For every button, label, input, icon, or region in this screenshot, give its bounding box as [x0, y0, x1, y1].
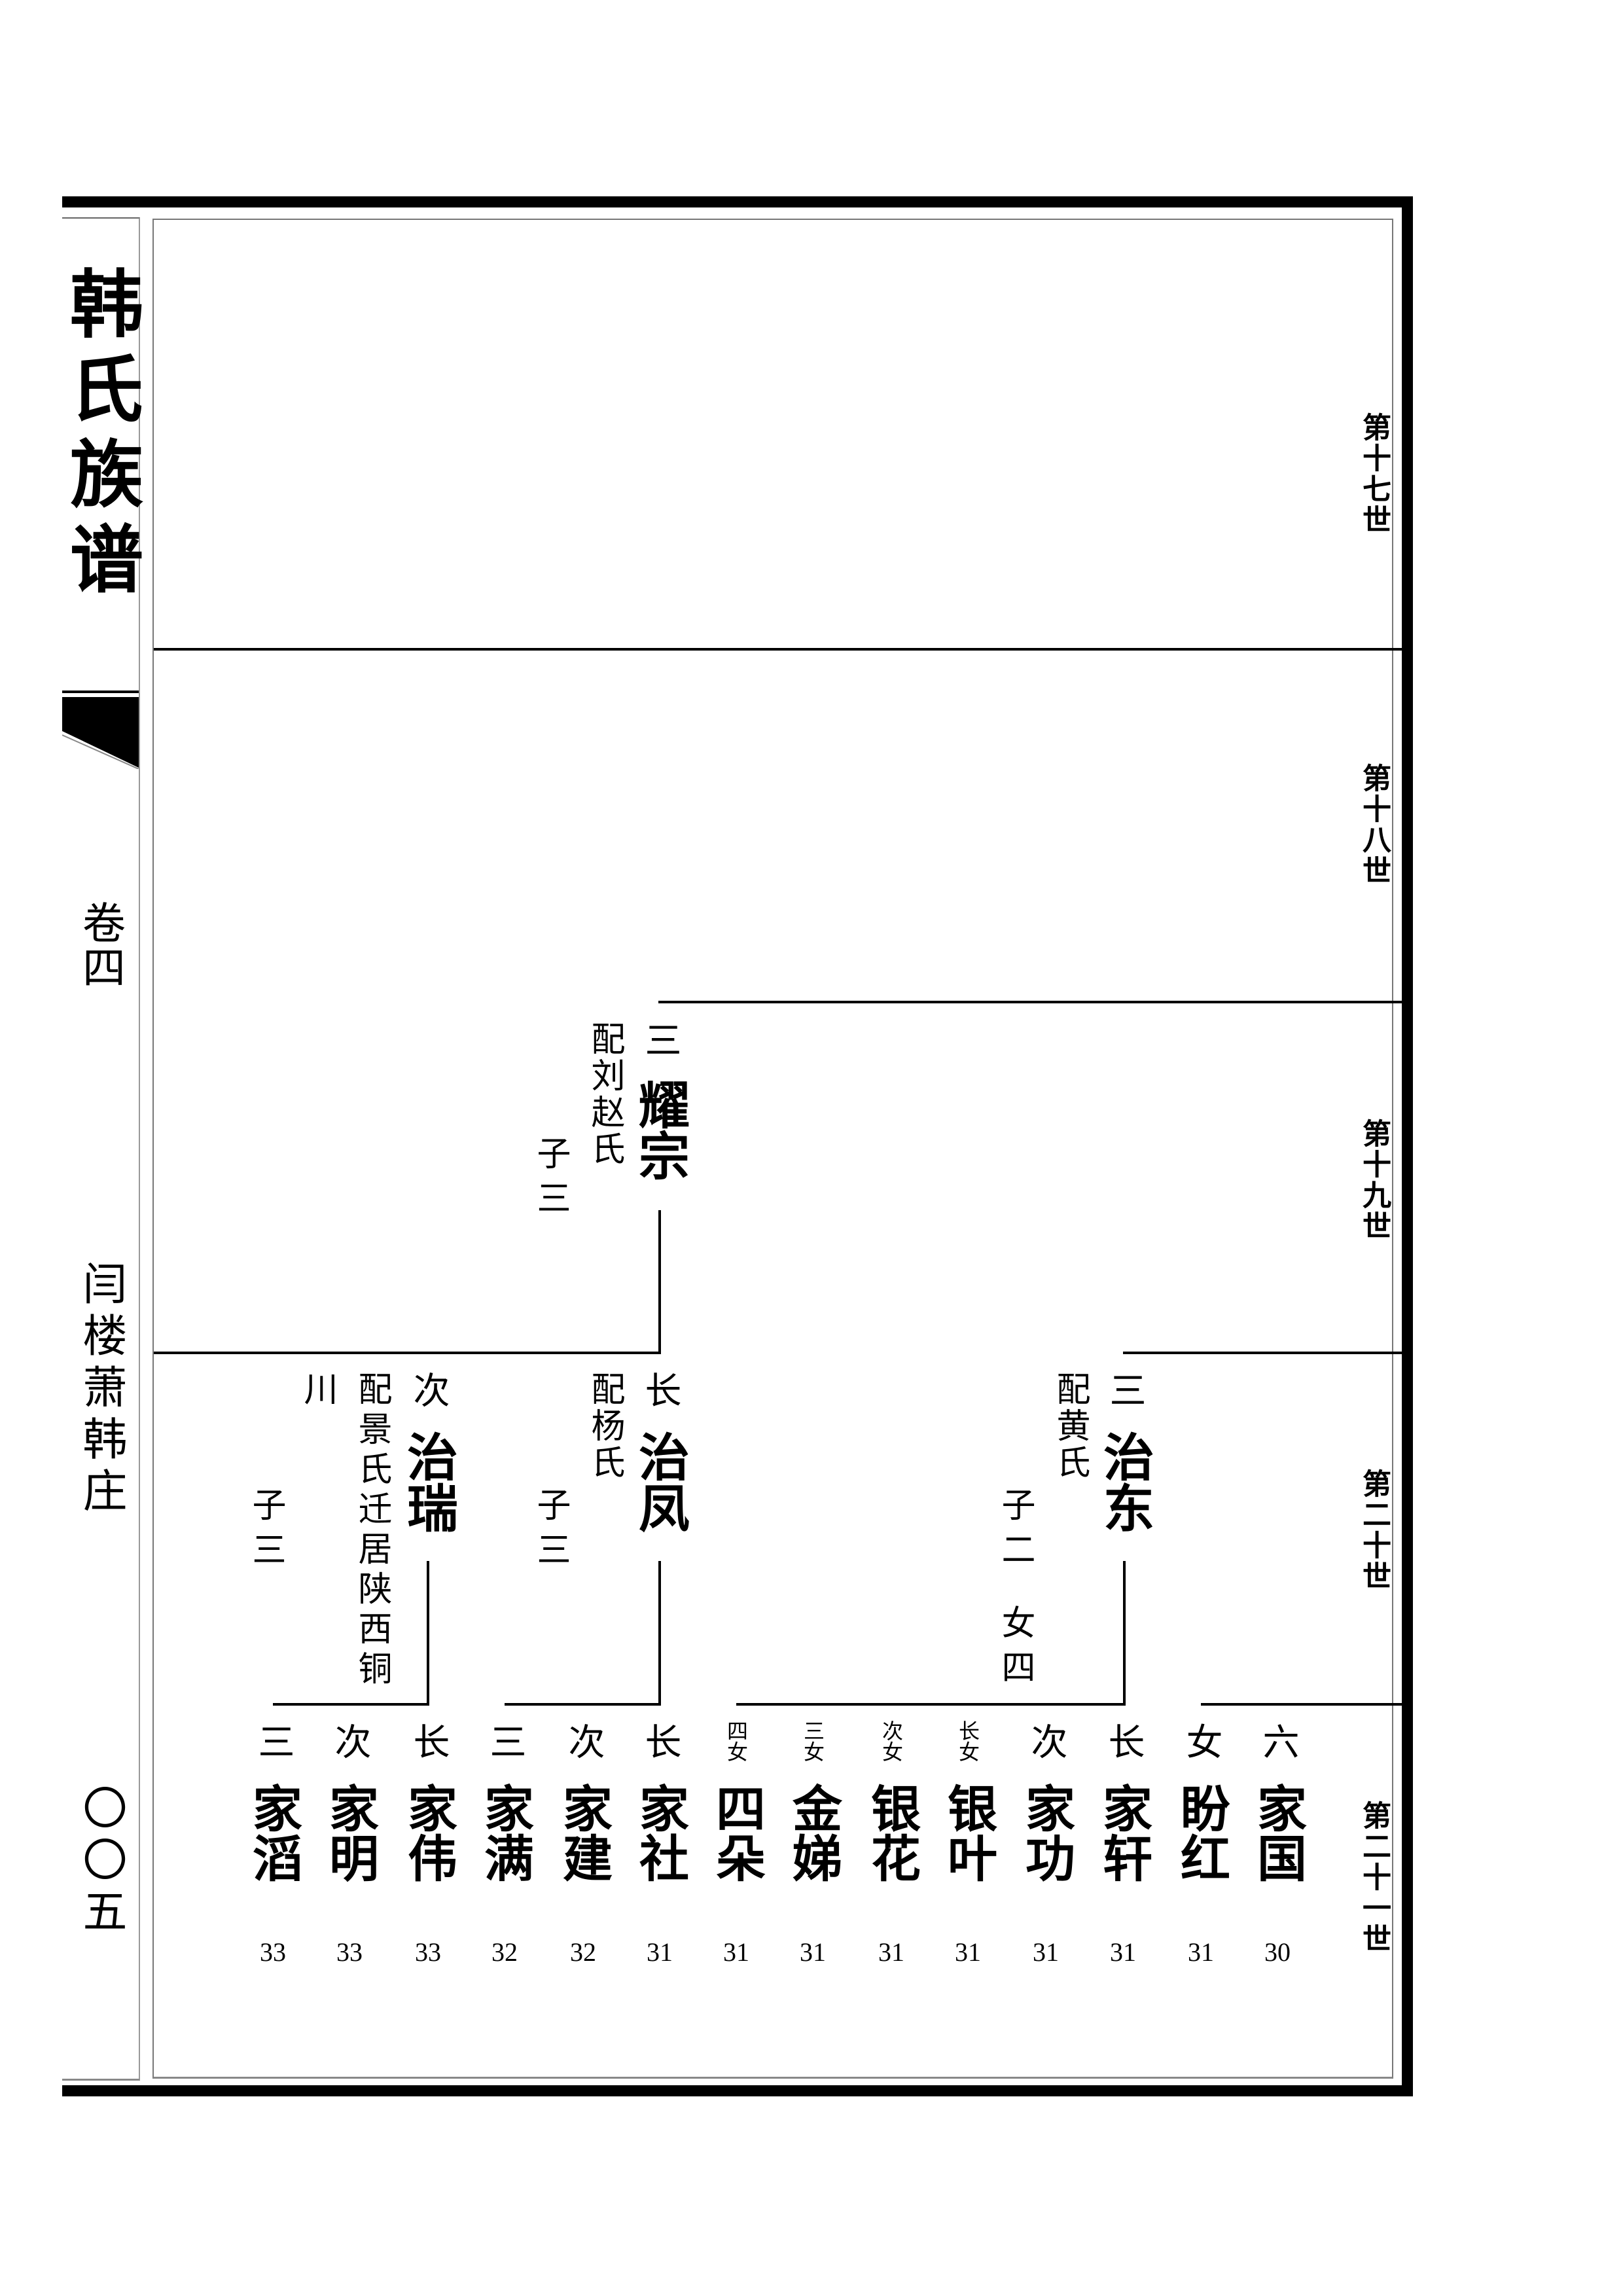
child-page-reference: 32	[491, 1937, 518, 1967]
child-page-reference: 31	[1188, 1937, 1214, 1967]
child-rank: 四女	[724, 1720, 749, 1762]
generation-divider	[154, 648, 1402, 651]
child-name: 四朵	[707, 1783, 766, 1882]
person-name: 耀宗	[630, 1079, 690, 1181]
person-name: 治瑞	[399, 1431, 458, 1533]
child-page-reference: 31	[1033, 1937, 1059, 1967]
spouse-note: 配黄氏	[1050, 1371, 1090, 1481]
book-title: 韩氏族谱	[58, 266, 143, 606]
person-name: 治东	[1095, 1431, 1154, 1533]
children-note: 子三	[246, 1487, 285, 1576]
person-name: 治凤	[630, 1431, 690, 1533]
child-name: 家功	[1017, 1783, 1075, 1882]
generation-label-21: 第二十一世	[1357, 1801, 1391, 1954]
branch-line	[736, 1703, 1126, 1706]
child-name: 家国	[1249, 1783, 1307, 1882]
spine-black-wedge	[62, 691, 139, 770]
branch-line	[154, 1352, 661, 1354]
child-rank: 六	[1257, 1723, 1299, 1759]
branch-line	[1201, 1703, 1402, 1706]
children-note: 子三	[531, 1136, 570, 1225]
child-rank: 三女	[800, 1720, 825, 1762]
child-rank: 女	[1180, 1723, 1222, 1759]
frame-right-bar	[1402, 196, 1413, 2094]
branch-line	[427, 1561, 429, 1706]
child-name: 家滔	[244, 1783, 302, 1882]
page-number: 〇〇五	[75, 1785, 126, 1940]
child-page-reference: 33	[336, 1937, 363, 1967]
branch-line	[273, 1703, 429, 1706]
child-rank: 三	[252, 1723, 294, 1759]
generation-label-20: 第二十世	[1357, 1469, 1391, 1592]
child-name: 盼红	[1172, 1783, 1230, 1882]
child-name: 银花	[863, 1783, 921, 1882]
child-page-reference: 31	[800, 1937, 826, 1967]
child-name: 金娣	[784, 1783, 842, 1882]
branch-line	[658, 1001, 1402, 1003]
generation-label-17: 第十七世	[1357, 412, 1391, 535]
child-name: 家社	[631, 1783, 689, 1882]
place-label: 闫楼萧韩庄	[75, 1261, 126, 1519]
child-rank: 长女	[955, 1720, 980, 1762]
frame-bottom-bar	[62, 2085, 1413, 2096]
child-rank: 次	[1025, 1723, 1067, 1759]
volume-label: 卷四	[75, 901, 126, 990]
child-rank: 次	[562, 1723, 605, 1759]
child-page-reference: 32	[570, 1937, 596, 1967]
child-name: 家轩	[1094, 1783, 1152, 1882]
branch-line	[658, 1210, 661, 1354]
generation-label-18: 第十八世	[1357, 763, 1391, 886]
branch-line	[505, 1703, 661, 1706]
child-name: 银叶	[939, 1783, 997, 1882]
generation-label-19: 第十九世	[1357, 1119, 1391, 1242]
child-name: 家满	[476, 1783, 534, 1882]
frame-top-bar	[62, 196, 1412, 207]
child-rank: 次	[329, 1723, 371, 1759]
person-rank: 三	[1103, 1371, 1146, 1408]
child-name: 家明	[321, 1783, 379, 1882]
branch-line	[658, 1561, 661, 1706]
child-page-reference: 33	[415, 1937, 441, 1967]
branch-line	[1123, 1352, 1402, 1354]
child-rank: 长	[407, 1723, 450, 1759]
child-rank: 次女	[879, 1720, 904, 1762]
branch-line	[1123, 1561, 1126, 1706]
child-page-reference: 31	[647, 1937, 673, 1967]
children-note: 子三	[531, 1487, 570, 1576]
child-rank: 三	[484, 1723, 526, 1759]
child-rank: 长	[1102, 1723, 1145, 1759]
child-rank: 长	[639, 1723, 681, 1759]
main-frame	[152, 219, 1393, 2079]
spouse-note-continued: 川	[298, 1371, 337, 1405]
child-page-reference: 31	[878, 1937, 904, 1967]
person-rank: 次	[407, 1371, 450, 1408]
person-rank: 长	[639, 1371, 681, 1408]
child-page-reference: 31	[723, 1937, 749, 1967]
child-name: 家建	[554, 1783, 613, 1882]
child-page-reference: 31	[1110, 1937, 1136, 1967]
child-page-reference: 30	[1264, 1937, 1291, 1967]
spouse-note: 配景氏迁居陕西铜	[352, 1371, 391, 1691]
person-rank: 三	[639, 1021, 681, 1058]
spouse-note: 配刘赵氏	[585, 1021, 624, 1168]
child-page-reference: 33	[260, 1937, 286, 1967]
children-note: 子二	[995, 1487, 1035, 1576]
daughters-note: 女四	[995, 1605, 1035, 1694]
spouse-note: 配杨氏	[585, 1371, 624, 1481]
child-name: 家伟	[399, 1783, 457, 1882]
spine-panel	[62, 217, 140, 2081]
child-page-reference: 31	[955, 1937, 981, 1967]
